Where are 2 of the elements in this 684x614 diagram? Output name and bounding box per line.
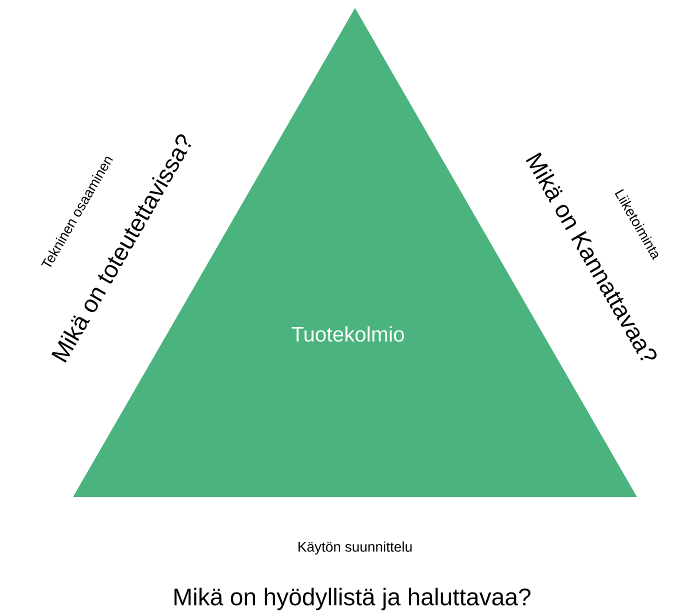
axis-caption: Käytön suunnittelu (298, 541, 412, 555)
question-text: Mikä on hyödyllistä ja haluttavaa? (174, 588, 530, 610)
